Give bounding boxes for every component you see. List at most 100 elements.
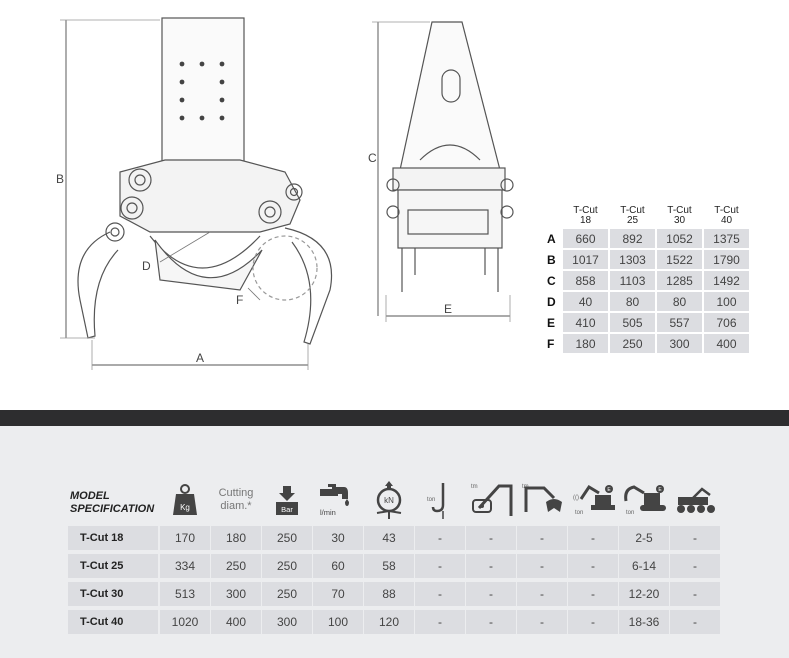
spec-cell: 120 bbox=[364, 610, 414, 634]
spec-cell: 2-5 bbox=[619, 526, 669, 550]
dimension-cell: 400 bbox=[704, 334, 749, 353]
svg-text:Bar: Bar bbox=[281, 505, 293, 514]
spec-cell: - bbox=[568, 526, 618, 550]
svg-text:ton: ton bbox=[626, 510, 634, 516]
svg-text:((): (() bbox=[573, 495, 579, 501]
spec-cell: 30 bbox=[313, 526, 363, 550]
dimension-row-label: E bbox=[547, 315, 556, 330]
svg-text:kN: kN bbox=[384, 496, 394, 505]
dim-label-e: E bbox=[444, 302, 452, 316]
spec-model-name: T-Cut 25 bbox=[68, 554, 158, 578]
shear-drawing-svg: B A D F C E bbox=[56, 17, 514, 370]
spec-title-line2: SPECIFICATION bbox=[70, 503, 155, 515]
pressure-icon: Bar bbox=[262, 478, 312, 522]
spec-model-name: T-Cut 18 bbox=[68, 526, 158, 550]
dimension-cell: 892 bbox=[610, 229, 655, 248]
spec-cell: - bbox=[568, 582, 618, 606]
dimension-cell: 706 bbox=[704, 313, 749, 332]
spec-cell: - bbox=[466, 526, 516, 550]
svg-text:E: E bbox=[607, 487, 611, 493]
spec-cell: 6-14 bbox=[619, 554, 669, 578]
spec-model-name: T-Cut 30 bbox=[68, 582, 158, 606]
section-divider bbox=[0, 410, 789, 426]
spec-cell: 300 bbox=[211, 582, 261, 606]
dim-label-c: C bbox=[368, 151, 377, 165]
dim-label-d: D bbox=[142, 259, 151, 273]
crane-tm-icon: tm bbox=[466, 478, 516, 522]
spec-cell: - bbox=[568, 554, 618, 578]
spec-cell: 58 bbox=[364, 554, 414, 578]
dimension-cell: 1303 bbox=[610, 250, 655, 269]
dim-col-header: T-Cut 40 bbox=[714, 205, 739, 226]
spec-cell: - bbox=[415, 554, 465, 578]
dimension-cell: 40 bbox=[563, 292, 608, 311]
spec-cell: 400 bbox=[211, 610, 261, 634]
dimension-cell: 505 bbox=[610, 313, 655, 332]
spec-cell: 100 bbox=[313, 610, 363, 634]
dimension-cell: 1375 bbox=[704, 229, 749, 248]
technical-drawing: B A D F C E T-Cut 18 T-Cut 25 T-Cut 30 T… bbox=[56, 17, 751, 370]
crane-grapple-tm-icon: tm bbox=[517, 478, 567, 522]
dimension-cell: 1790 bbox=[704, 250, 749, 269]
spec-cell: - bbox=[415, 526, 465, 550]
excavator-tracked-icon: ton E bbox=[619, 478, 669, 522]
spec-cell: - bbox=[415, 582, 465, 606]
cutting-diameter-header: Cutting diam.* bbox=[218, 487, 254, 512]
dimension-row-label: B bbox=[547, 252, 556, 267]
dim-col-header: T-Cut 25 bbox=[620, 205, 645, 226]
spec-title: MODEL SPECIFICATION bbox=[70, 490, 160, 516]
spec-cell: 334 bbox=[160, 554, 210, 578]
dimension-row-label: F bbox=[547, 336, 555, 351]
spec-cell: - bbox=[466, 610, 516, 634]
dimension-cell: 1052 bbox=[657, 229, 702, 248]
spec-title-line1: MODEL bbox=[70, 490, 110, 502]
spec-cell: 513 bbox=[160, 582, 210, 606]
dimension-cell: 80 bbox=[610, 292, 655, 311]
spec-cell: 250 bbox=[262, 582, 312, 606]
forestry-machine-icon bbox=[670, 478, 720, 522]
spec-cell: - bbox=[670, 526, 720, 550]
spec-cell: - bbox=[568, 610, 618, 634]
hook-icon: ton bbox=[415, 478, 465, 522]
force-icon: kN bbox=[364, 478, 414, 522]
spec-cell: 1020 bbox=[160, 610, 210, 634]
spec-cell: - bbox=[517, 526, 567, 550]
spec-cell: 180 bbox=[211, 526, 261, 550]
spec-cell: 18-36 bbox=[619, 610, 669, 634]
dimension-cell: 660 bbox=[563, 229, 608, 248]
svg-text:l/min: l/min bbox=[320, 508, 336, 517]
svg-text:E: E bbox=[658, 487, 662, 493]
dimension-table-header: T-Cut 18 T-Cut 25 T-Cut 30 T-Cut 40 bbox=[547, 204, 749, 227]
spec-cell: 250 bbox=[211, 554, 261, 578]
spec-cell: 43 bbox=[364, 526, 414, 550]
svg-text:Kg: Kg bbox=[180, 503, 190, 512]
weight-icon: Kg bbox=[160, 478, 210, 522]
spec-cell: 250 bbox=[262, 526, 312, 550]
dimension-cell: 300 bbox=[657, 334, 702, 353]
spec-model-name: T-Cut 40 bbox=[68, 610, 158, 634]
spec-cell: - bbox=[517, 610, 567, 634]
dim-col-header: T-Cut 18 bbox=[573, 205, 598, 226]
spec-cell: 250 bbox=[262, 554, 312, 578]
dimension-cell: 410 bbox=[563, 313, 608, 332]
dimension-cell: 1017 bbox=[563, 250, 608, 269]
dimension-cell: 1103 bbox=[610, 271, 655, 290]
dimension-row-label: C bbox=[547, 273, 556, 288]
spec-cell: - bbox=[466, 582, 516, 606]
dimension-cell: 250 bbox=[610, 334, 655, 353]
spec-cell: - bbox=[670, 610, 720, 634]
spec-cell: - bbox=[517, 582, 567, 606]
spec-cell: - bbox=[670, 582, 720, 606]
svg-text:tm: tm bbox=[471, 484, 478, 490]
dim-label-b: B bbox=[56, 172, 64, 186]
dimension-cell: 180 bbox=[563, 334, 608, 353]
spec-cell: 70 bbox=[313, 582, 363, 606]
spec-cell: 300 bbox=[262, 610, 312, 634]
